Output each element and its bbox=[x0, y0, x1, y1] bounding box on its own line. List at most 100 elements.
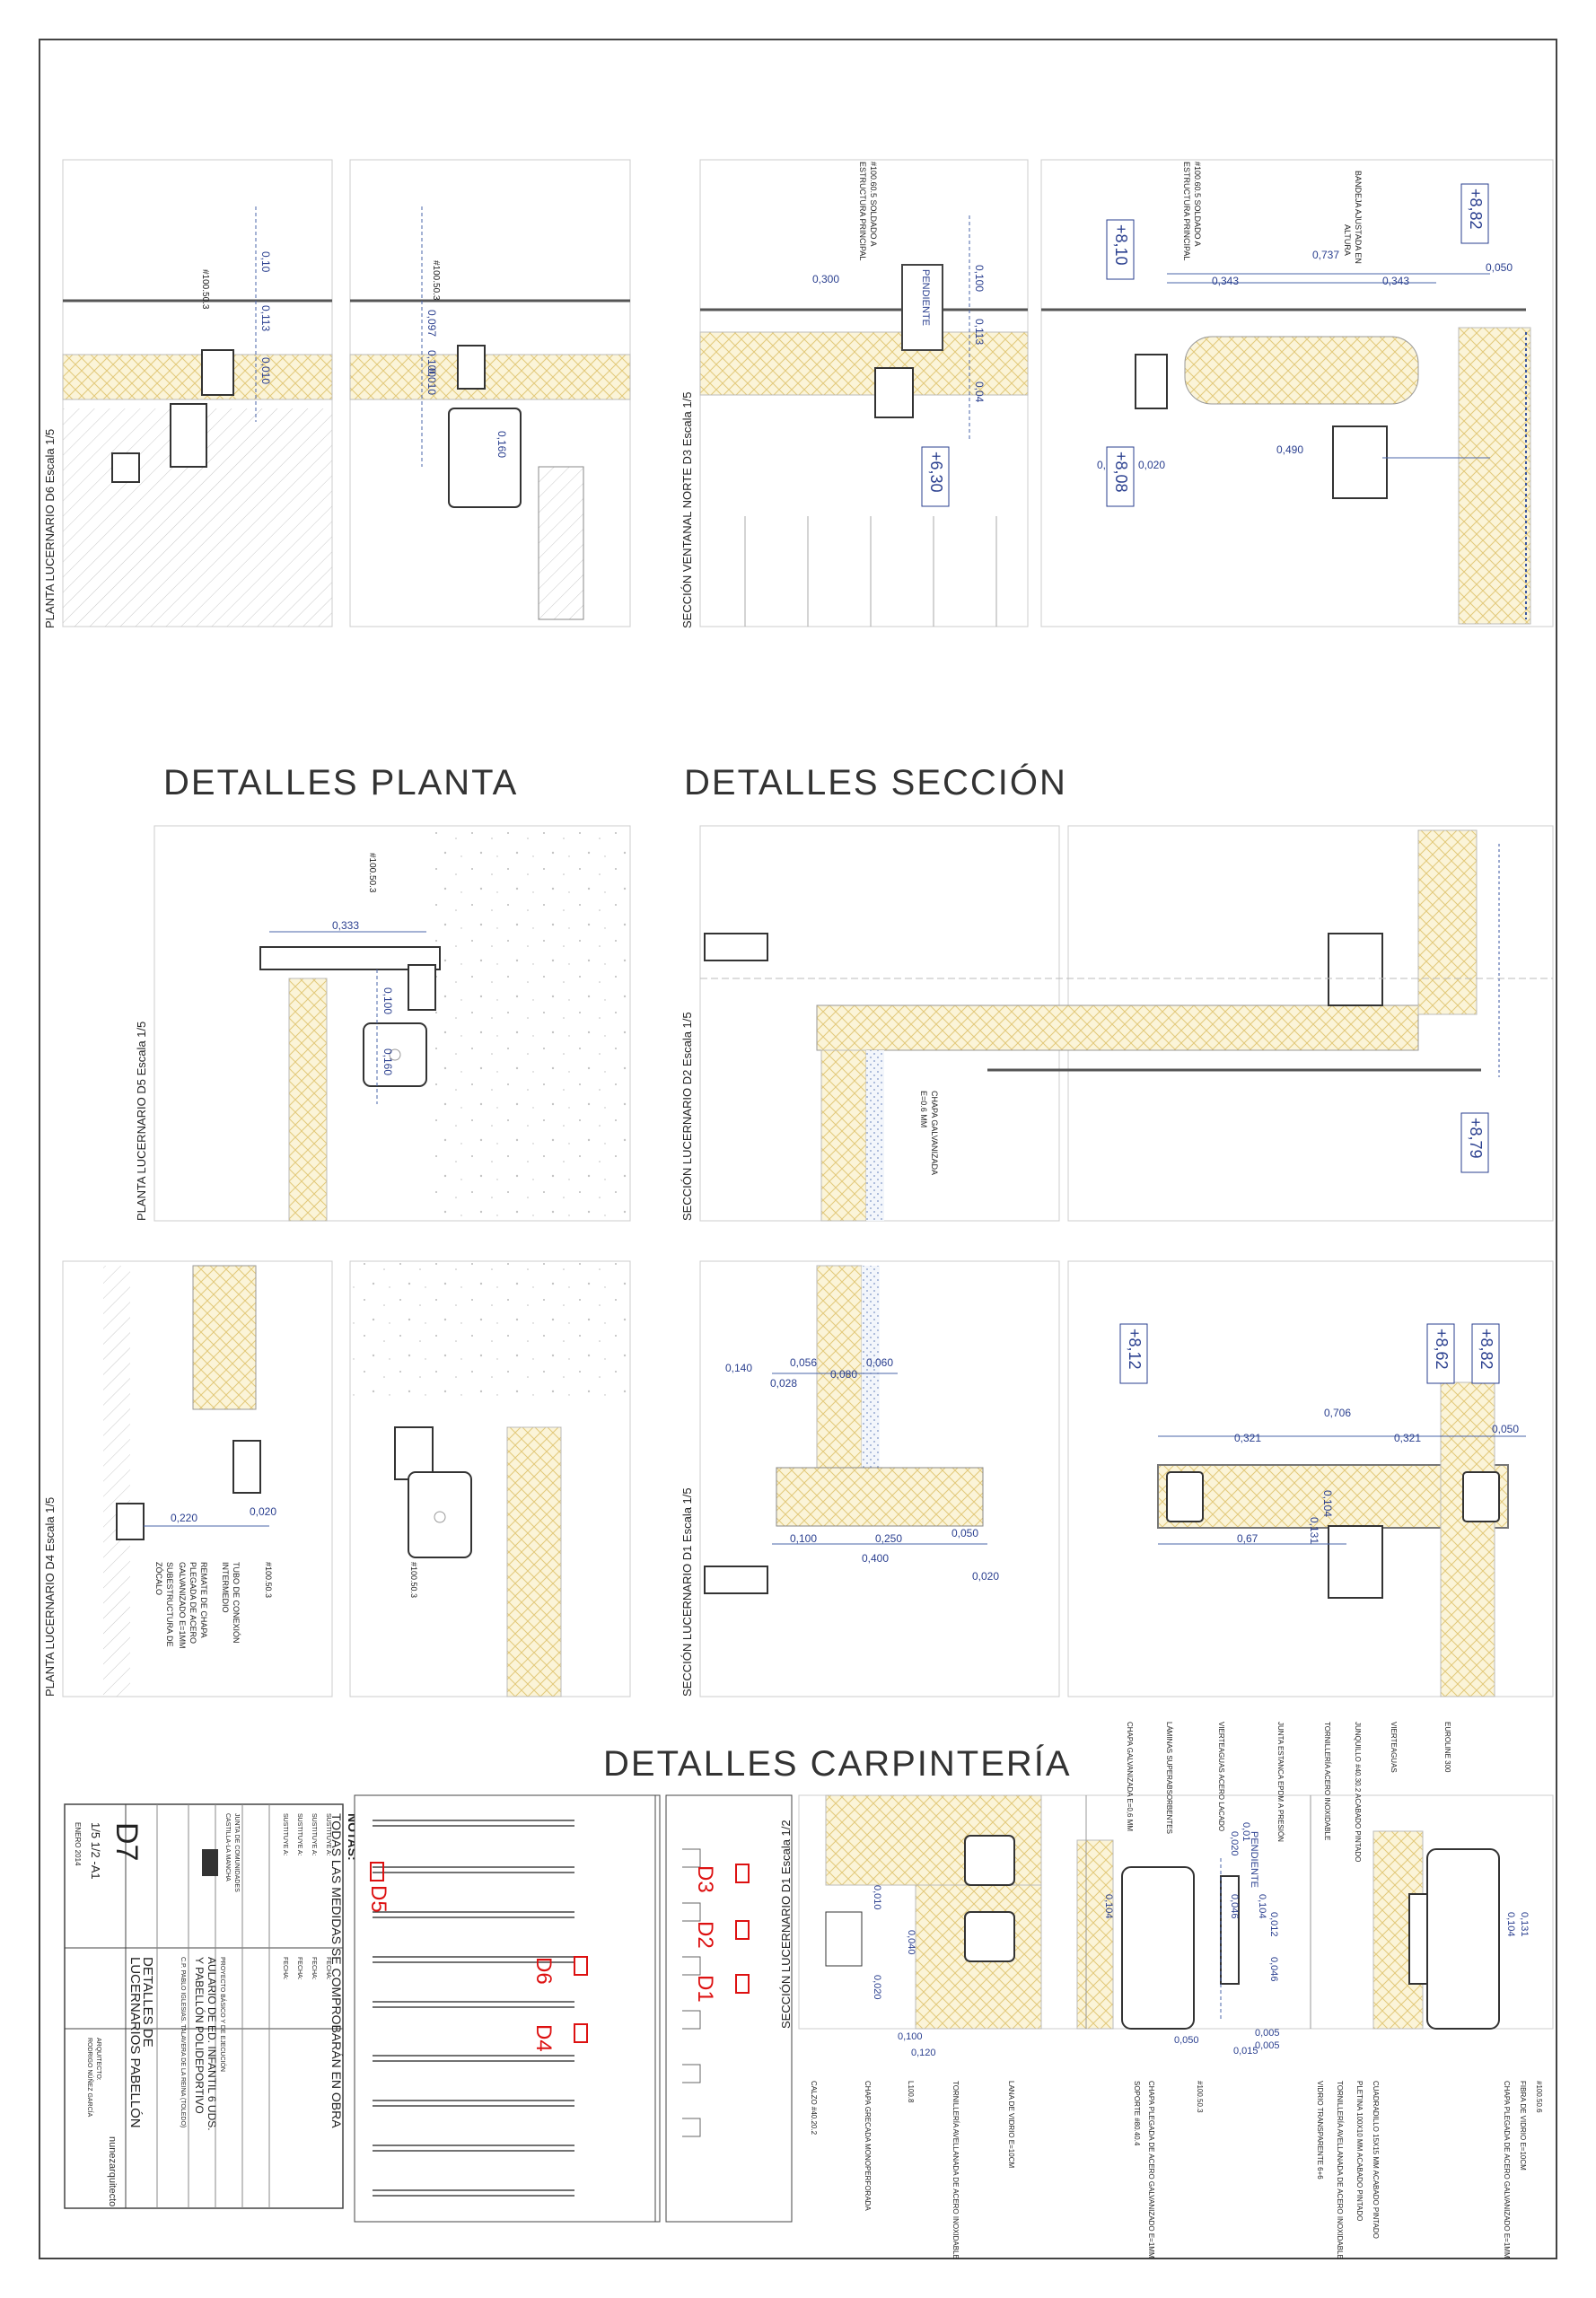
svg-text:+8,62: +8,62 bbox=[1433, 1329, 1451, 1370]
svg-text:0,046: 0,046 bbox=[1229, 1894, 1240, 1919]
level-marker-879: +8,79 bbox=[1460, 1112, 1489, 1173]
svg-text:VIDRIO TRANSPARENTE 6+6: VIDRIO TRANSPARENTE 6+6 bbox=[1316, 2081, 1324, 2180]
label-remate-3: GALVANIZADO E=1MM bbox=[178, 1562, 187, 1648]
label-chapa-galvanizada-e: E=0.6 MM bbox=[919, 1091, 928, 1127]
label-subestructura-2: ZÓCALO bbox=[154, 1562, 163, 1595]
key-d6: D6 bbox=[531, 1957, 556, 1985]
heading-detalles-carpinteria: DETALLES CARPINTERÍA bbox=[603, 1743, 1072, 1784]
dims-d4: 0,220 0,020 bbox=[171, 1505, 276, 1524]
label-tubo-conexion-1: TUBO DE CONEXIÓN bbox=[232, 1562, 241, 1644]
label-d5-tube: #100.50.3 bbox=[367, 853, 377, 893]
label-soldado-1b: ESTRUCTURA PRINCIPAL bbox=[858, 162, 867, 260]
label-pendiente: PENDIENTE bbox=[920, 269, 931, 326]
svg-text:SUSTITUYE A:: SUSTITUYE A: bbox=[296, 1813, 303, 1856]
project-3: Y PABELLÓN POLIDEPORTIVO bbox=[193, 1957, 206, 2114]
svg-text:0,01: 0,01 bbox=[1241, 1822, 1251, 1841]
svg-text:0,160: 0,160 bbox=[495, 431, 508, 458]
svg-text:SUSTITUYE A:: SUSTITUYE A: bbox=[311, 1813, 317, 1856]
sheet-date: ENERO 2014 bbox=[74, 1822, 82, 1866]
svg-text:SUSTITUYE A:: SUSTITUYE A: bbox=[325, 1813, 331, 1856]
label-remate-1: REMATE DE CHAPA bbox=[199, 1562, 208, 1638]
svg-text:LÁMINAS SUPERABSORBENTES: LÁMINAS SUPERABSORBENTES bbox=[1165, 1722, 1173, 1834]
label-d4-tube-b: #100.50.3 bbox=[409, 1562, 418, 1598]
key-d2: D2 bbox=[693, 1921, 717, 1949]
sheet-scale: 1/5 1/2 -A1 bbox=[89, 1822, 102, 1880]
svg-text:FECHA:: FECHA: bbox=[282, 1957, 288, 1980]
svg-text:0,343: 0,343 bbox=[1382, 275, 1409, 287]
label-d2-title: SECCIÓN LUCERNARIO D2 Escala 1/5 bbox=[680, 1012, 694, 1221]
svg-text:0,020: 0,020 bbox=[1229, 1831, 1240, 1856]
svg-text:0,100: 0,100 bbox=[898, 2031, 923, 2042]
svg-text:CHAPA GALVANIZADA E=0,6 MM: CHAPA GALVANIZADA E=0,6 MM bbox=[1126, 1722, 1134, 1831]
svg-text:+8,82: +8,82 bbox=[1478, 1329, 1495, 1370]
key-d3: D3 bbox=[693, 1865, 717, 1893]
svg-text:+8,10: +8,10 bbox=[1112, 224, 1130, 266]
svg-text:0,080: 0,080 bbox=[830, 1368, 857, 1381]
sheet-title-1: DETALLES DE bbox=[140, 1957, 155, 2048]
svg-text:0,050: 0,050 bbox=[1492, 1423, 1519, 1435]
svg-text:0,100: 0,100 bbox=[973, 265, 986, 292]
level-markers-row1: +8,10 +8,82 +6,30 +8,08 bbox=[921, 183, 1489, 507]
client-2: CASTILLA-LA MANCHA bbox=[224, 1813, 231, 1881]
level-markers-row3: +8,12 +8,62 +8,82 bbox=[1119, 1323, 1500, 1384]
svg-text:0,010: 0,010 bbox=[872, 1885, 882, 1910]
svg-text:CALZO #40.20.2: CALZO #40.20.2 bbox=[810, 2081, 818, 2136]
svg-text:0,020: 0,020 bbox=[972, 1570, 999, 1583]
svg-text:TORNILLERÍA AVELLANADA DE ACER: TORNILLERÍA AVELLANADA DE ACERO INOXIDAB… bbox=[951, 2081, 960, 2259]
svg-text:FECHA:: FECHA: bbox=[296, 1957, 303, 1980]
svg-text:VIERTEAGUAS ACERO LACADO: VIERTEAGUAS ACERO LACADO bbox=[1217, 1722, 1225, 1831]
svg-text:LANA DE VIDRIO E=10CM: LANA DE VIDRIO E=10CM bbox=[1007, 2081, 1015, 2168]
svg-text:0,321: 0,321 bbox=[1234, 1432, 1261, 1444]
label-chapa-galvanizada: CHAPA GALVANIZADA bbox=[930, 1091, 939, 1175]
svg-text:VIERTEAGUAS: VIERTEAGUAS bbox=[1390, 1722, 1398, 1773]
svg-text:+6,30: +6,30 bbox=[927, 452, 945, 493]
label-d1-title: SECCIÓN LUCERNARIO D1 Escala 1/5 bbox=[680, 1487, 694, 1697]
label-d6-title: PLANTA LUCERNARIO D6 Escala 1/5 bbox=[43, 429, 57, 628]
label-pendiente-2: PENDIENTE bbox=[1249, 1831, 1259, 1888]
svg-text:CHAPA PLEGADA DE ACERO GALVANI: CHAPA PLEGADA DE ACERO GALVANIZADO E=1MM bbox=[1147, 2081, 1155, 2259]
detail-d1 bbox=[699, 1260, 1554, 1697]
svg-text:0,400: 0,400 bbox=[862, 1552, 889, 1565]
svg-text:0,060: 0,060 bbox=[866, 1356, 893, 1369]
label-d4-title: PLANTA LUCERNARIO D4 Escala 1/5 bbox=[43, 1497, 57, 1697]
svg-text:FECHA:: FECHA: bbox=[325, 1957, 331, 1980]
svg-text:JUNTA ESTANCA EPDM A PRESIÓN: JUNTA ESTANCA EPDM A PRESIÓN bbox=[1276, 1722, 1285, 1842]
svg-text:TORNILLERÍA AVELLANADA DE ACER: TORNILLERÍA AVELLANADA DE ACERO INOXIDAB… bbox=[1336, 2081, 1344, 2259]
svg-text:0,020: 0,020 bbox=[1138, 459, 1165, 471]
svg-text:0,220: 0,220 bbox=[171, 1512, 197, 1524]
svg-text:CUADRADILLO 15X15 MM ACABADO P: CUADRADILLO 15X15 MM ACABADO PINTADO bbox=[1372, 2081, 1380, 2239]
svg-text:+8,79: +8,79 bbox=[1467, 1118, 1485, 1159]
label-d1b-title: SECCIÓN LUCERNARIO D1 Escala 1/2 bbox=[779, 1820, 793, 2029]
svg-text:0,015: 0,015 bbox=[1233, 2046, 1258, 2057]
svg-text:0,706: 0,706 bbox=[1324, 1407, 1351, 1419]
detail-d4 bbox=[62, 1260, 631, 1697]
svg-text:SOPORTE #80.40.4: SOPORTE #80.40.4 bbox=[1133, 2081, 1141, 2146]
svg-text:CHAPA PLEGADA DE ACERO GALVANI: CHAPA PLEGADA DE ACERO GALVANIZADO E=1MM bbox=[1503, 2081, 1511, 2259]
key-d5: D5 bbox=[366, 1885, 390, 1913]
detail-d6 bbox=[62, 159, 631, 627]
svg-text:0,050: 0,050 bbox=[1486, 261, 1513, 274]
label-soldado-1: #100.60.5 SOLDADO A bbox=[869, 162, 878, 247]
label-d6-tube-b: #100.50.3 bbox=[431, 260, 441, 301]
svg-text:0,300: 0,300 bbox=[812, 273, 839, 285]
svg-text:0,020: 0,020 bbox=[250, 1505, 276, 1518]
title-block bbox=[64, 1803, 344, 2209]
svg-text:0,321: 0,321 bbox=[1394, 1432, 1421, 1444]
dims-d1b: 0,010 0,040 0,020 0,100 0,120 0,005 0,10… bbox=[872, 1822, 1530, 2058]
svg-text:0,050: 0,050 bbox=[1174, 2035, 1199, 2046]
svg-text:0,250: 0,250 bbox=[875, 1532, 902, 1545]
svg-text:0,131: 0,131 bbox=[1308, 1517, 1320, 1544]
key-d4: D4 bbox=[531, 2024, 556, 2052]
label-d3-title: SECCIÓN VENTANAL NORTE D3 Escala 1/5 bbox=[680, 392, 694, 628]
label-bandeja-2: ALTURA bbox=[1343, 224, 1352, 256]
svg-text:0,333: 0,333 bbox=[332, 919, 359, 932]
label-remate-2: PLEGADA DE ACERO bbox=[189, 1562, 197, 1644]
key-plan bbox=[354, 1794, 793, 2223]
dims-d1: 0,140 0,028 0,056 0,080 0,060 0,100 0,25… bbox=[725, 1356, 1519, 1583]
svg-text:0,010: 0,010 bbox=[259, 357, 272, 384]
svg-text:+8,12: +8,12 bbox=[1126, 1329, 1144, 1370]
label-bandeja: BANDEJA AJUSTADA EN bbox=[1354, 171, 1363, 264]
svg-text:JUNQUILLO #40.30.2 ACABADO PIN: JUNQUILLO #40.30.2 ACABADO PINTADO bbox=[1354, 1722, 1362, 1862]
project-2: AULARIO DE ED. INFANTIL 6 UDS. bbox=[206, 1957, 218, 2131]
